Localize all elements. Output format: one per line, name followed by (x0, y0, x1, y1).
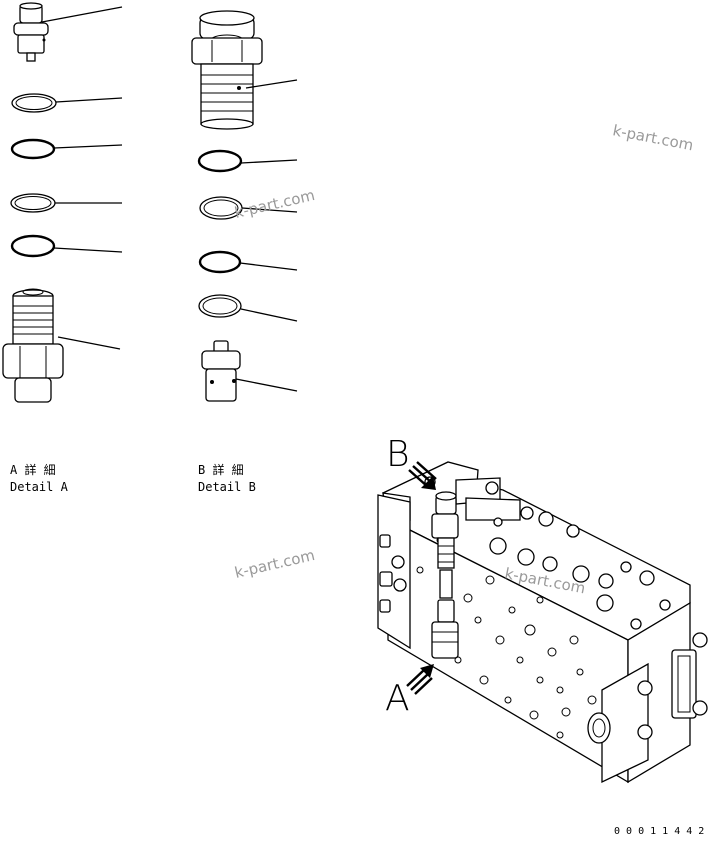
arrow-b: B (386, 434, 437, 490)
detail-a-valve-plug (13, 2, 123, 62)
detail-b-plug (191, 10, 298, 130)
detail-b-parts (191, 10, 298, 402)
watermark-2: k-part.com (233, 186, 317, 222)
detail-b-backup-ring-1 (199, 196, 298, 220)
control-valve-assembly (377, 461, 708, 784)
detail-b-o-ring-2 (198, 250, 298, 274)
spool-column (431, 491, 459, 659)
detail-a-o-ring-1 (10, 138, 123, 160)
detail-a-backup-ring-1 (11, 93, 123, 113)
detail-b-o-ring-1 (197, 149, 298, 173)
arrow-b-label: B (386, 434, 410, 475)
detail-a-title-jp: A 詳 細 (10, 462, 56, 477)
arrow-a-label: A (385, 678, 410, 719)
detail-b-backup-ring-2 (198, 294, 298, 322)
detail-a-parts (2, 2, 123, 403)
arrow-a: A (385, 664, 434, 719)
top-ports (424, 476, 671, 630)
detail-a-o-ring-2 (10, 234, 123, 258)
watermark-1: k-part.com (611, 121, 695, 154)
detail-b-spool (201, 340, 298, 402)
detail-b-title-jp: B 詳 細 (198, 462, 244, 477)
watermark-3: k-part.com (233, 546, 317, 582)
detail-a-backup-ring-2 (10, 193, 122, 213)
detail-a-valve-body (2, 288, 121, 403)
detail-b-title-en: Detail B (198, 480, 256, 494)
drawing-number: 0 0 0 1 1 4 4 2 (614, 826, 704, 837)
detail-a-title-en: Detail A (10, 480, 69, 494)
